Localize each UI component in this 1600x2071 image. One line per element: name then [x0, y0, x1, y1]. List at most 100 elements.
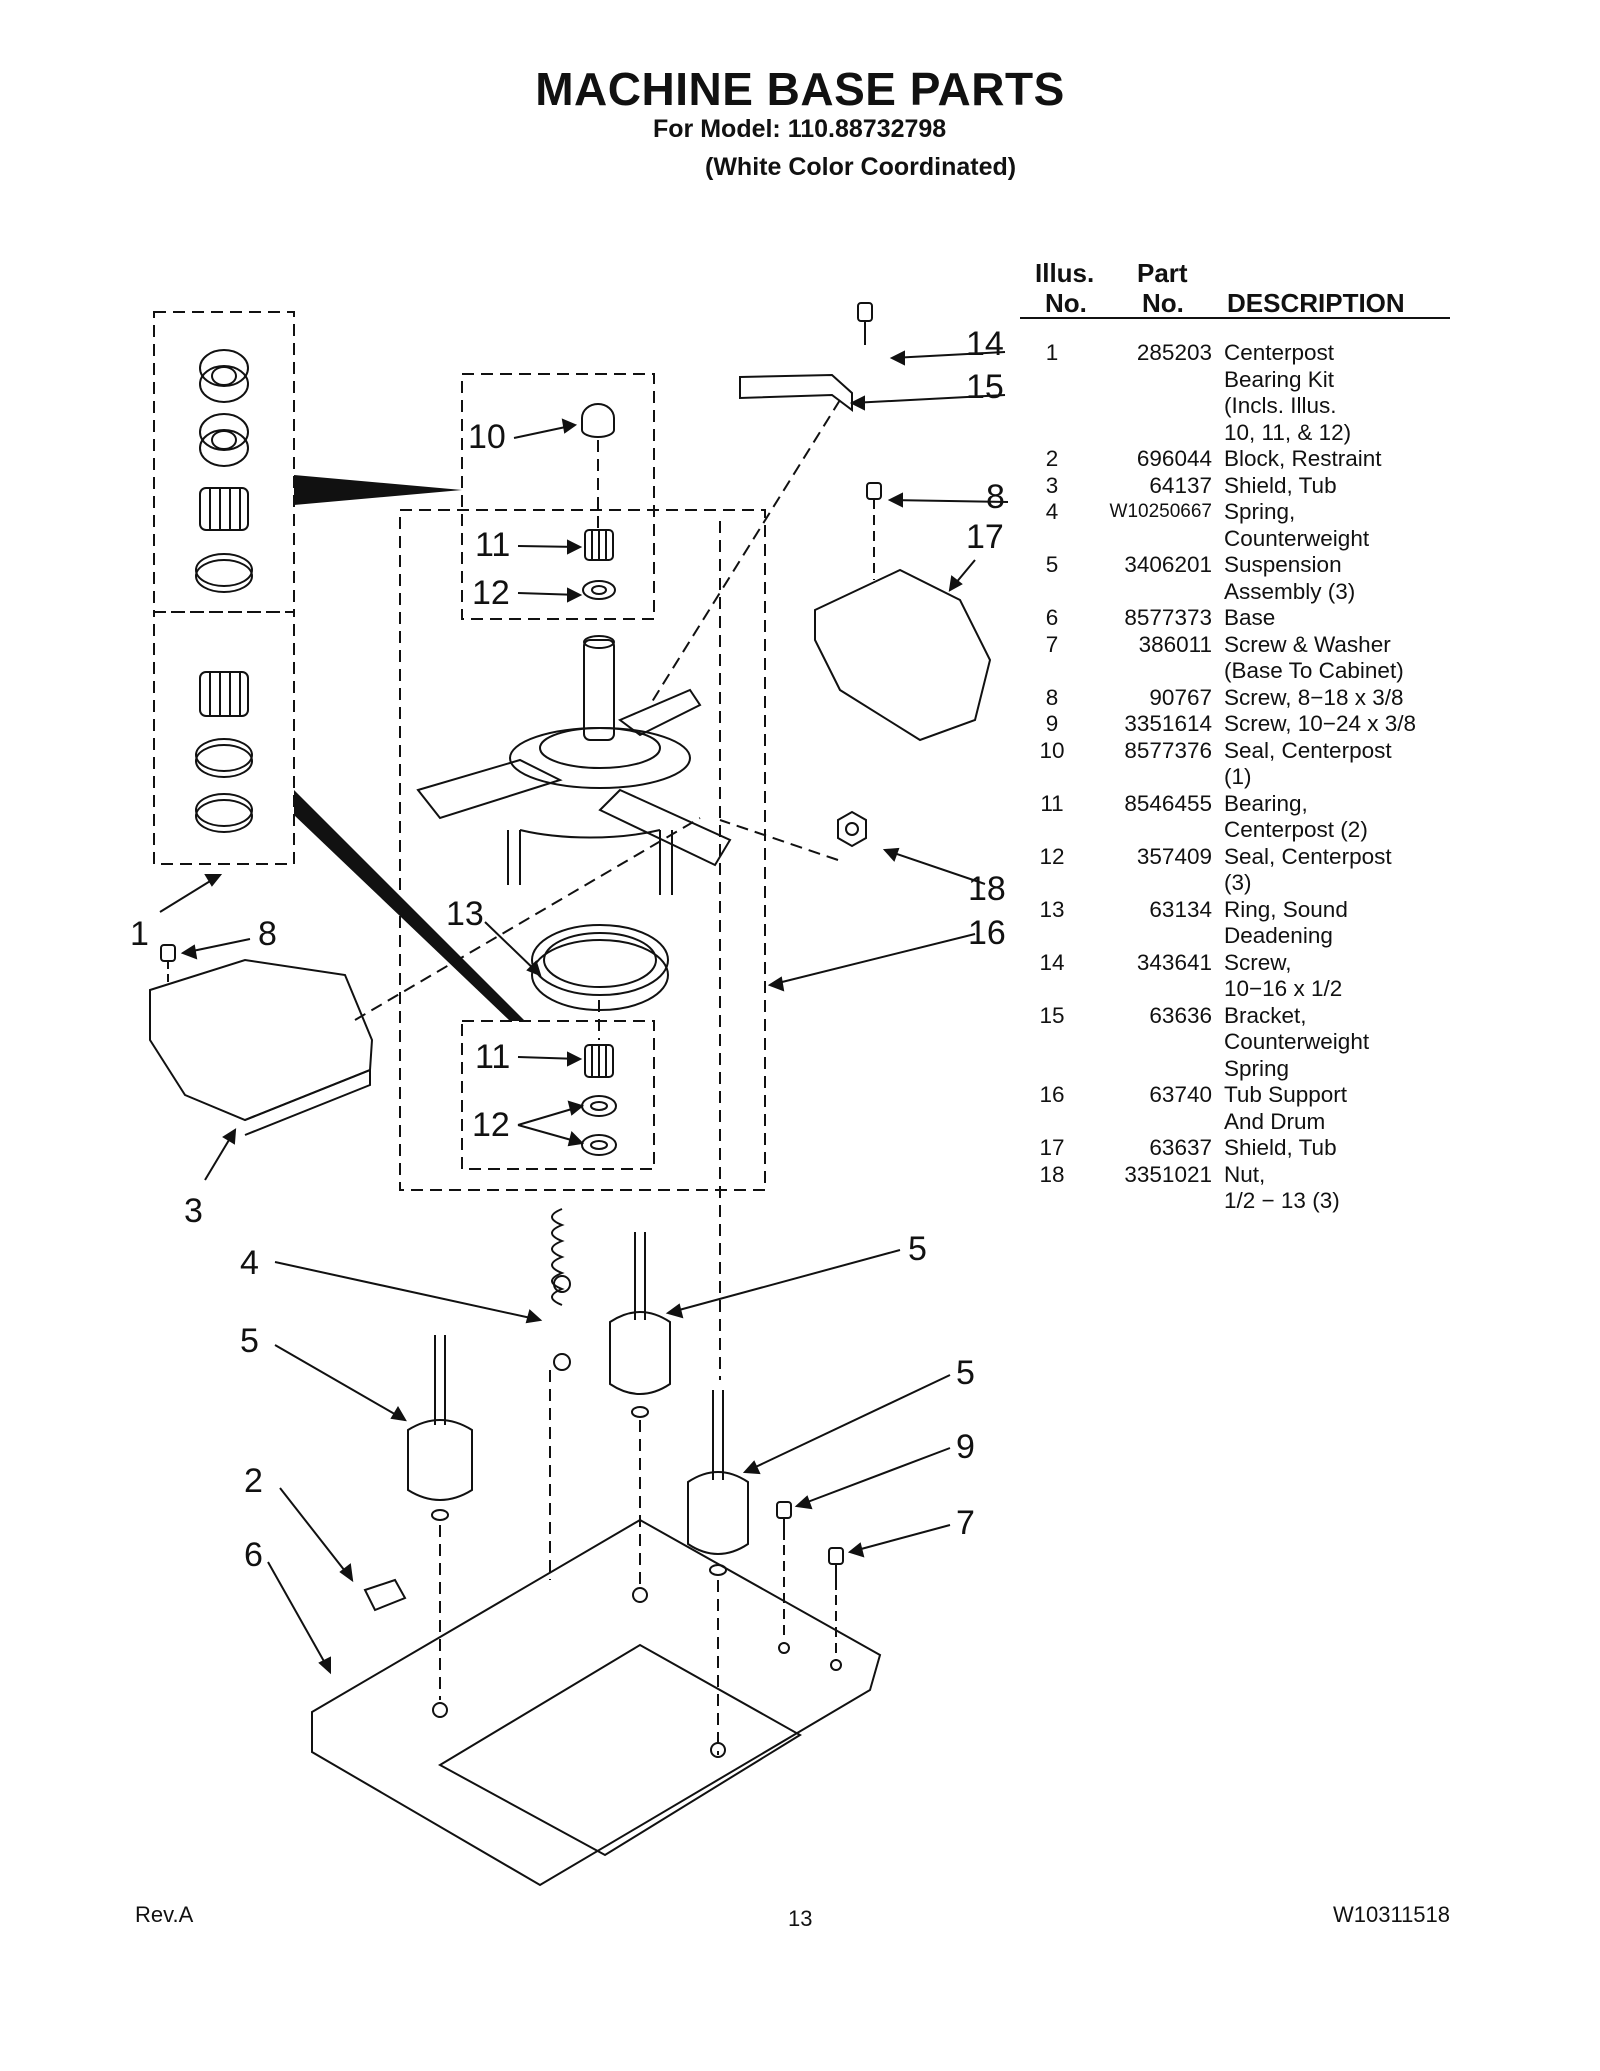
part-bracket-15: [739, 373, 853, 412]
table-row: 10−16 x 1/2: [1020, 976, 1470, 1003]
part-suspension-5-right: [687, 1390, 749, 1576]
part-shield-17: [814, 568, 992, 742]
callout-4: 4: [240, 1244, 259, 1282]
table-row: Spring: [1020, 1056, 1470, 1083]
part-description: Spring,: [1224, 499, 1296, 524]
header-part-top: Part: [1137, 258, 1188, 288]
illus-number: 9: [1045, 711, 1059, 736]
part-spring-4: [551, 1208, 571, 1371]
header-part-bottom: No.: [1142, 288, 1184, 318]
table-row: Bearing Kit: [1020, 367, 1470, 394]
kit-ring-3: [195, 793, 253, 833]
part-description: Bearing Kit: [1224, 366, 1335, 392]
part-number: 8577373: [1124, 605, 1212, 630]
illus-number: 14: [1039, 949, 1065, 975]
kit-seal-2: [199, 413, 249, 467]
illus-number: 8: [1045, 684, 1059, 710]
part-number: 90767: [1149, 684, 1212, 710]
callout-1: 1: [130, 915, 149, 953]
callout-17: 17: [966, 518, 1004, 556]
part-ring-13: [531, 924, 669, 1011]
part-description: Base: [1224, 605, 1276, 630]
part-number: [1074, 764, 1224, 791]
part-number: [1074, 367, 1224, 394]
part-description: (1): [1224, 764, 1252, 789]
part-number: 63636: [1149, 1002, 1212, 1028]
illus-number: [1020, 1029, 1074, 1056]
part-number: 3406201: [1124, 552, 1212, 577]
kit-ring-1: [195, 553, 253, 593]
table-row: Centerpost (2): [1020, 817, 1470, 844]
callout-7: 7: [956, 1504, 975, 1542]
part-number: 63134: [1149, 896, 1212, 922]
kit-seal-1: [199, 349, 249, 403]
illus-number: 5: [1045, 552, 1059, 577]
part-number: 3351021: [1124, 1161, 1212, 1187]
table-row: 1/2 − 13 (3): [1020, 1188, 1470, 1215]
model-line: For Model: 110.88732798: [653, 115, 947, 143]
part-number: [1074, 1056, 1224, 1083]
part-number: [1074, 1188, 1224, 1215]
part-number: 8546455: [1124, 790, 1212, 816]
header-rule: [1020, 317, 1450, 319]
table-row: Assembly (3): [1020, 579, 1470, 606]
part-description: (Incls. Illus.: [1224, 393, 1337, 418]
kit-box-upper: [153, 311, 295, 613]
illus-number: [1020, 817, 1074, 844]
part-number: [1074, 923, 1224, 950]
callout-5-left: 5: [240, 1322, 259, 1360]
part-number: 63637: [1149, 1135, 1212, 1160]
part-number: [1074, 1109, 1224, 1136]
kit-ring-2: [195, 738, 253, 778]
part-description: Deadening: [1224, 923, 1333, 948]
footer-revision: Rev.A: [135, 1902, 194, 1927]
kit-bearing-1: [199, 487, 249, 531]
part-number: [1074, 393, 1224, 420]
part-number: 357409: [1136, 843, 1212, 869]
part-seal-12-bottom-a: [581, 1095, 617, 1117]
callout-12-top: 12: [472, 574, 510, 612]
color-line: (White Color Coordinated): [705, 153, 1017, 181]
illus-number: [1020, 367, 1074, 394]
header-illus-top: Illus.: [1035, 258, 1095, 288]
illus-number: 1: [1045, 340, 1059, 365]
part-screw-14: [857, 302, 873, 345]
part-seal-12-top: [582, 580, 616, 600]
part-number: [1074, 870, 1224, 897]
part-number: [1074, 976, 1224, 1003]
part-screw-8-left: [160, 944, 176, 985]
illus-number: [1020, 1109, 1074, 1136]
part-description: (3): [1224, 870, 1252, 895]
callout-11-bottom: 11: [475, 1038, 510, 1076]
illus-number: 6: [1045, 605, 1059, 630]
callout-15: 15: [966, 368, 1004, 406]
illus-number: 10: [1039, 737, 1065, 763]
part-seal-10: [581, 403, 615, 438]
table-row: 6 8577373 Base: [1020, 605, 1470, 632]
box-bottom-seals: [461, 1020, 655, 1170]
table-row: 10, 11, & 12): [1020, 420, 1470, 447]
callout-11-top: 11: [475, 526, 510, 564]
box-top-seals: [461, 373, 655, 620]
part-number: 3351614: [1124, 711, 1212, 736]
illus-number: 12: [1039, 843, 1065, 869]
part-description: Bearing,: [1224, 790, 1308, 816]
illus-number: [1020, 870, 1074, 897]
part-number: [1074, 420, 1224, 447]
header-illus-bottom: No.: [1045, 288, 1087, 318]
part-description: Seal, Centerpost: [1224, 737, 1392, 763]
illus-number: 4: [1045, 499, 1059, 524]
part-number: [1074, 658, 1224, 685]
illus-number: [1020, 1056, 1074, 1083]
page-title: MACHINE BASE PARTS: [535, 63, 1065, 115]
table-row: (Base To Cabinet): [1020, 658, 1470, 685]
part-description: Suspension: [1224, 552, 1342, 577]
